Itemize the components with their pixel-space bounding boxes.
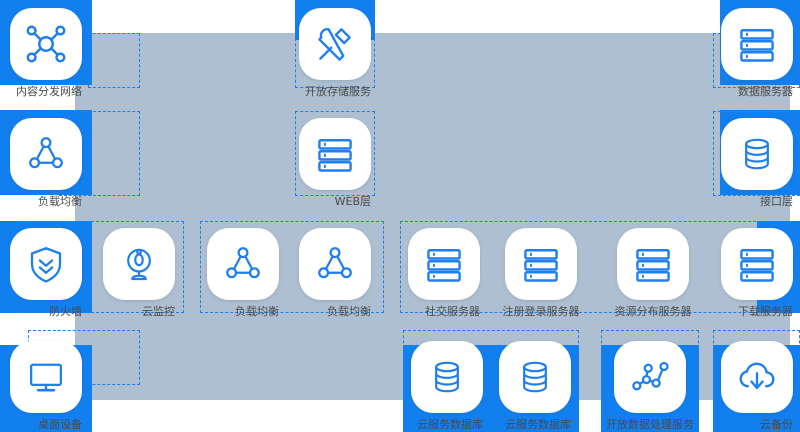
card-load-balancer-a[interactable]	[207, 228, 279, 300]
node-label: 负载均衡	[327, 305, 371, 318]
node-desktop-device[interactable]: 桌面设备	[10, 341, 82, 432]
card-cloud-db-b[interactable]	[499, 341, 571, 413]
card-odps[interactable]	[614, 341, 686, 413]
node-label: 数据服务器	[738, 85, 793, 98]
server-rack-icon	[735, 242, 779, 286]
node-label: 资源分布服务器	[614, 305, 692, 318]
node-label: 社交服务器	[425, 305, 480, 318]
server-rack-icon	[735, 22, 779, 66]
node-odps[interactable]: 开放数据处理服务	[606, 341, 694, 432]
node-label: 下载服务器	[738, 305, 793, 318]
node-auth-server[interactable]: 注册登录服务器	[502, 228, 580, 319]
node-open-storage[interactable]: 开放存储服务	[299, 8, 371, 99]
backdrop-panel	[75, 33, 790, 400]
node-label: 负载均衡	[38, 195, 82, 208]
server-rack-icon	[631, 242, 675, 286]
card-load-balancer-b[interactable]	[299, 228, 371, 300]
node-load-balancer-top[interactable]: 负载均衡	[10, 118, 82, 209]
node-label: 桌面设备	[38, 418, 82, 431]
server-rack-icon	[422, 242, 466, 286]
node-label: 内容分发网络	[16, 85, 82, 98]
card-social-server[interactable]	[408, 228, 480, 300]
node-cloud-backup[interactable]: 云备份	[721, 341, 793, 432]
card-auth-server[interactable]	[505, 228, 577, 300]
node-cloud-db-b[interactable]: 云服务数据库	[499, 341, 571, 432]
card-cloud-backup[interactable]	[721, 341, 793, 413]
tools-wrench-icon	[313, 22, 357, 66]
desktop-monitor-icon	[25, 356, 67, 398]
card-cdn-network[interactable]	[10, 8, 82, 80]
cdn-network-icon	[23, 21, 69, 67]
server-rack-icon	[313, 132, 357, 176]
node-social-server[interactable]: 社交服务器	[408, 228, 480, 319]
camera-monitor-icon	[119, 244, 159, 284]
node-interface-layer[interactable]: 接口层	[721, 118, 793, 209]
database-icon	[427, 357, 467, 397]
group-box-row4-db	[403, 330, 579, 385]
node-label: 云服务数据库	[417, 418, 483, 431]
node-resource-server[interactable]: 资源分布服务器	[614, 228, 692, 319]
node-label: 防火墙	[49, 305, 82, 318]
shield-firewall-icon	[25, 243, 67, 285]
node-load-balancer-b[interactable]: 负载均衡	[299, 228, 371, 319]
node-cloud-monitor[interactable]: 云监控	[103, 228, 175, 319]
cloud-download-icon	[735, 355, 779, 399]
node-cloud-db-a[interactable]: 云服务数据库	[411, 341, 483, 432]
card-resource-server[interactable]	[617, 228, 689, 300]
node-firewall[interactable]: 防火墙	[10, 228, 82, 319]
card-interface-layer[interactable]	[721, 118, 793, 190]
card-download-server[interactable]	[721, 228, 793, 300]
node-data-server[interactable]: 数据服务器	[721, 8, 793, 99]
card-web-layer[interactable]	[299, 118, 371, 190]
database-icon	[515, 357, 555, 397]
database-icon	[737, 134, 777, 174]
node-label: 云备份	[760, 418, 793, 431]
load-balancer-icon	[314, 243, 356, 285]
card-firewall[interactable]	[10, 228, 82, 300]
node-label: 云监控	[142, 305, 175, 318]
node-download-server[interactable]: 下载服务器	[721, 228, 793, 319]
node-label: 注册登录服务器	[502, 305, 580, 318]
node-label: 开放存储服务	[305, 85, 371, 98]
group-box-balancers	[200, 221, 384, 313]
node-web-layer[interactable]: WEB层	[299, 118, 371, 209]
card-load-balancer-top[interactable]	[10, 118, 82, 190]
card-data-server[interactable]	[721, 8, 793, 80]
server-rack-icon	[519, 242, 563, 286]
card-open-storage[interactable]	[299, 8, 371, 80]
card-cloud-monitor[interactable]	[103, 228, 175, 300]
group-box-row1-left	[88, 33, 140, 88]
node-label: 负载均衡	[235, 305, 279, 318]
load-balancer-icon	[25, 133, 67, 175]
card-desktop-device[interactable]	[10, 341, 82, 413]
group-box-row2-mid	[295, 111, 375, 196]
node-label: WEB层	[334, 195, 371, 208]
node-label: 接口层	[760, 195, 793, 208]
node-load-balancer-a[interactable]: 负载均衡	[207, 228, 279, 319]
load-balancer-icon	[222, 243, 264, 285]
node-label: 云服务数据库	[505, 418, 571, 431]
card-cloud-db-a[interactable]	[411, 341, 483, 413]
node-cdn-network[interactable]: 内容分发网络	[10, 8, 82, 99]
node-label: 开放数据处理服务	[606, 418, 694, 431]
data-graph-icon	[629, 356, 671, 398]
